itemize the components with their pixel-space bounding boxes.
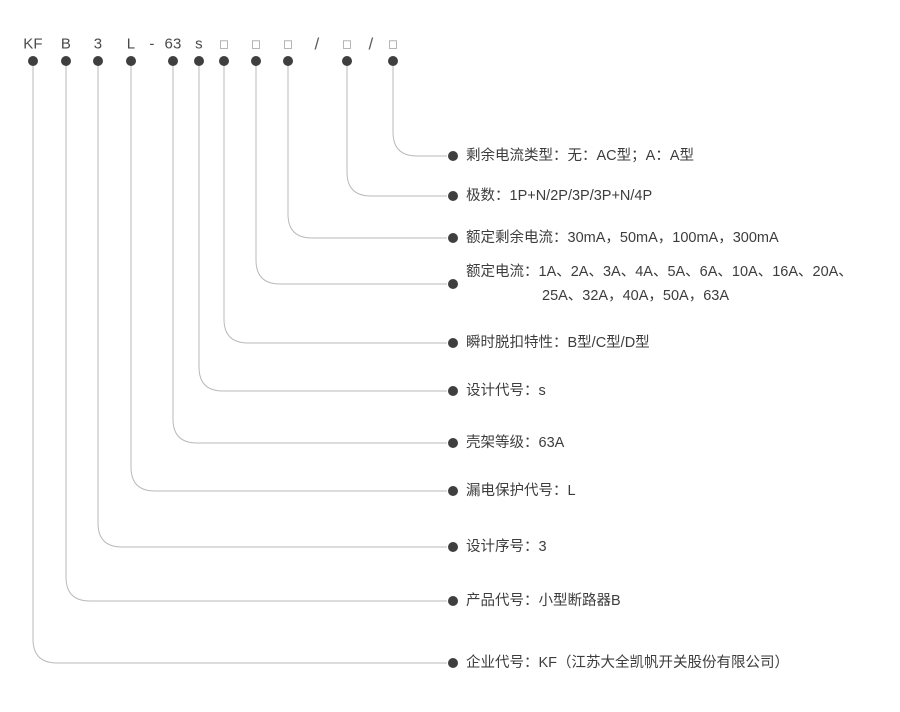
entry-text-instantaneous-trip-characteristic: 瞬时脱扣特性：B型/C型/D型: [466, 335, 650, 351]
entry-label-instantaneous-trip-characteristic: 瞬时脱扣特性：B型/C型/D型: [466, 332, 650, 354]
entry-label-rated-current: 额定电流：1A、2A、3A、4A、5A、6A、10A、16A、20A、 25A、3…: [466, 260, 853, 308]
entry-text-rated-residual-current: 额定剩余电流：30mA，50mA，100mA，300mA: [466, 230, 779, 246]
code-token-8: □: [251, 36, 261, 52]
entry-label-product-code: 产品代号：小型断路器B: [466, 590, 621, 612]
code-token-10: /: [314, 34, 320, 54]
code-token-7: □: [219, 36, 229, 52]
code-token-9: □: [283, 36, 293, 52]
entry-text-residual-current-type: 剩余电流类型：无：AC型；A：A型: [466, 148, 694, 164]
entry-text-product-code: 产品代号：小型断路器B: [466, 593, 621, 609]
entry-label-pole-number: 极数：1P+N/2P/3P/3P+N/4P: [466, 185, 652, 207]
code-token-2: 3: [93, 35, 103, 53]
entry-text-design-serial-number: 设计序号：3: [466, 539, 547, 555]
code-token-0: KF: [23, 35, 43, 53]
entry-label-rated-residual-current: 额定剩余电流：30mA，50mA，100mA，300mA: [466, 227, 779, 249]
code-token-3: L: [126, 35, 136, 53]
entry-text-rated-current-line2: 25A、32A，40A，50A，63A: [542, 288, 729, 304]
code-token-11: □: [342, 36, 352, 52]
entry-label-residual-current-type: 剩余电流类型：无：AC型；A：A型: [466, 145, 694, 167]
entry-text-design-code: 设计代号：s: [466, 383, 546, 399]
code-token-5: 63: [164, 35, 182, 53]
entry-label-frame-rating: 壳架等级：63A: [466, 432, 564, 454]
code-token-12: /: [368, 34, 374, 54]
entry-label-design-serial-number: 设计序号：3: [466, 536, 547, 558]
entry-text-rated-current: 额定电流：1A、2A、3A、4A、5A、6A、10A、16A、20A、: [466, 264, 853, 280]
entry-label-leakage-protection-code: 漏电保护代号：L: [466, 480, 576, 502]
entry-text-leakage-protection-code: 漏电保护代号：L: [466, 483, 576, 499]
code-token-1: B: [60, 35, 72, 53]
entry-label-design-code: 设计代号：s: [466, 380, 546, 402]
entry-text-pole-number: 极数：1P+N/2P/3P/3P+N/4P: [466, 188, 653, 204]
entry-label-enterprise-code: 企业代号：KF（江苏大全凯帆开关股份有限公司）: [466, 652, 789, 674]
code-token-6: s: [195, 35, 203, 53]
entry-text-frame-rating: 壳架等级：63A: [466, 435, 565, 451]
code-token-13: □: [388, 36, 398, 52]
code-token-4: -: [149, 35, 155, 53]
entry-text-enterprise-code: 企业代号：KF（江苏大全凯帆开关股份有限公司）: [466, 655, 790, 671]
